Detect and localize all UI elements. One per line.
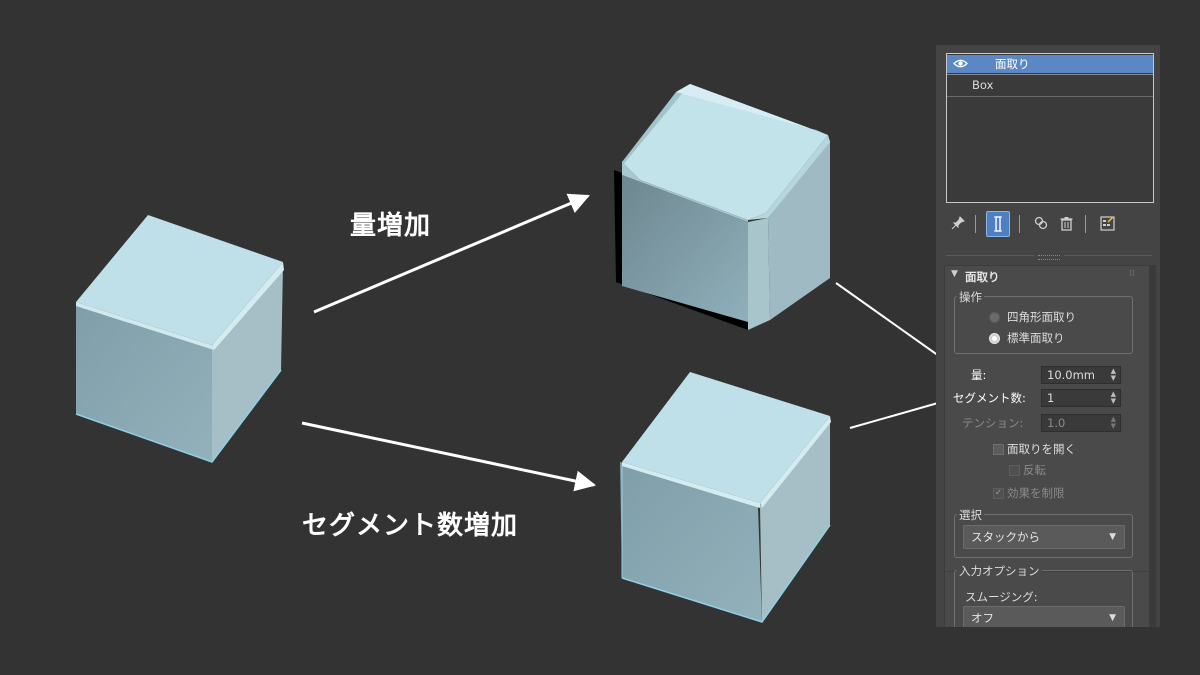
spinner-arrows-icon[interactable]: ▲▼ [1110,367,1116,382]
chevron-down-icon[interactable]: ▼ [1109,613,1116,623]
eye-icon[interactable] [953,58,968,69]
input-options-group [954,570,1133,627]
tension-label: テンション: [962,416,1024,430]
original-box-cube [75,215,284,463]
pin-stack-icon[interactable] [948,211,968,235]
selection-group [954,514,1133,558]
stack-item-chamfer[interactable]: 面取り [947,55,1153,73]
divider [946,255,1034,256]
smoothing-label: スムージング: [965,590,1038,604]
amount-label: 量: [971,368,987,382]
spinner-arrows-icon[interactable]: ▲▼ [1110,390,1116,405]
selection-group-label: 選択 [957,507,984,523]
rollout-title[interactable]: 面取り [965,270,1000,284]
callout-line-segments [849,398,953,429]
rollout-collapse-icon[interactable]: ▼ [951,269,958,279]
chamfered-box-more-segments [620,372,831,623]
tension-value[interactable]: 1.0 [1047,416,1066,430]
smoothing-dropdown[interactable]: オフ ▼ [963,606,1125,627]
quad-chamfer-radio[interactable] [989,312,1000,323]
arrow-to-amount-cube [313,193,590,314]
toolbar-divider [975,215,976,233]
modify-command-panel: 面取り Box ▼ 面取り ⁞⁞ 操 [936,45,1160,627]
limit-effect-label[interactable]: 効果を制限 [1007,486,1065,500]
spinner-arrows-icon[interactable]: ▲▼ [1110,415,1116,430]
standard-chamfer-label[interactable]: 標準面取り [1007,331,1065,345]
stack-toolbar [946,211,1152,237]
toolbar-divider [1085,215,1086,233]
stack-divider [947,74,1153,75]
operation-group [954,296,1133,354]
segments-value[interactable]: 1 [1047,391,1055,405]
selection-dropdown[interactable]: スタックから ▼ [963,525,1125,549]
amount-increase-label: 量増加 [350,211,432,241]
invert-label[interactable]: 反転 [1023,463,1046,477]
modifier-stack-list[interactable]: 面取り Box [946,53,1154,203]
chevron-down-icon[interactable]: ▼ [1109,532,1116,542]
remove-modifier-icon[interactable] [1056,211,1076,235]
tension-spinner[interactable]: 1.0 ▲▼ [1041,414,1121,432]
configure-modifier-sets-icon[interactable] [1096,211,1118,235]
divider [1064,255,1152,256]
operation-group-label: 操作 [957,289,984,305]
stack-item-box[interactable]: Box [947,76,1153,94]
segment-increase-label: セグメント数増加 [302,511,519,541]
standard-chamfer-radio[interactable] [989,333,1000,344]
stack-divider [947,96,1153,97]
amount-value[interactable]: 10.0mm [1047,368,1096,382]
limit-effect-checkbox[interactable]: ✓ [993,488,1004,499]
invert-checkbox[interactable] [1009,465,1020,476]
make-unique-icon[interactable] [1030,211,1052,235]
amount-spinner[interactable]: 10.0mm ▲▼ [1041,366,1121,384]
panel-resize-grip[interactable] [1038,255,1060,260]
selection-value[interactable]: スタックから [971,530,1040,544]
segments-label: セグメント数: [953,391,1026,405]
stack-item-label: Box [972,78,994,92]
rollout-drag-handle-icon[interactable]: ⁞⁞ [1129,269,1135,279]
segments-spinner[interactable]: 1 ▲▼ [1041,389,1121,407]
input-options-label: 入力オプション [957,563,1042,579]
show-end-result-icon[interactable] [986,211,1010,237]
smoothing-value[interactable]: オフ [971,611,994,625]
open-chamfer-label[interactable]: 面取りを開く [1007,442,1076,456]
open-chamfer-checkbox[interactable] [993,444,1004,455]
quad-chamfer-label[interactable]: 四角形面取り [1007,310,1076,324]
chamfer-rollout: ▼ 面取り ⁞⁞ 操作 四角形面取り 標準面取り 量: 10.0mm ▲▼ セグ… [944,265,1150,627]
chamfered-box-large-amount [614,84,830,330]
stack-item-label: 面取り [995,57,1030,71]
divider [945,571,1149,572]
panel-scrollbar[interactable] [1150,265,1156,627]
arrow-to-segment-cube [301,421,597,492]
toolbar-divider [1019,215,1020,233]
